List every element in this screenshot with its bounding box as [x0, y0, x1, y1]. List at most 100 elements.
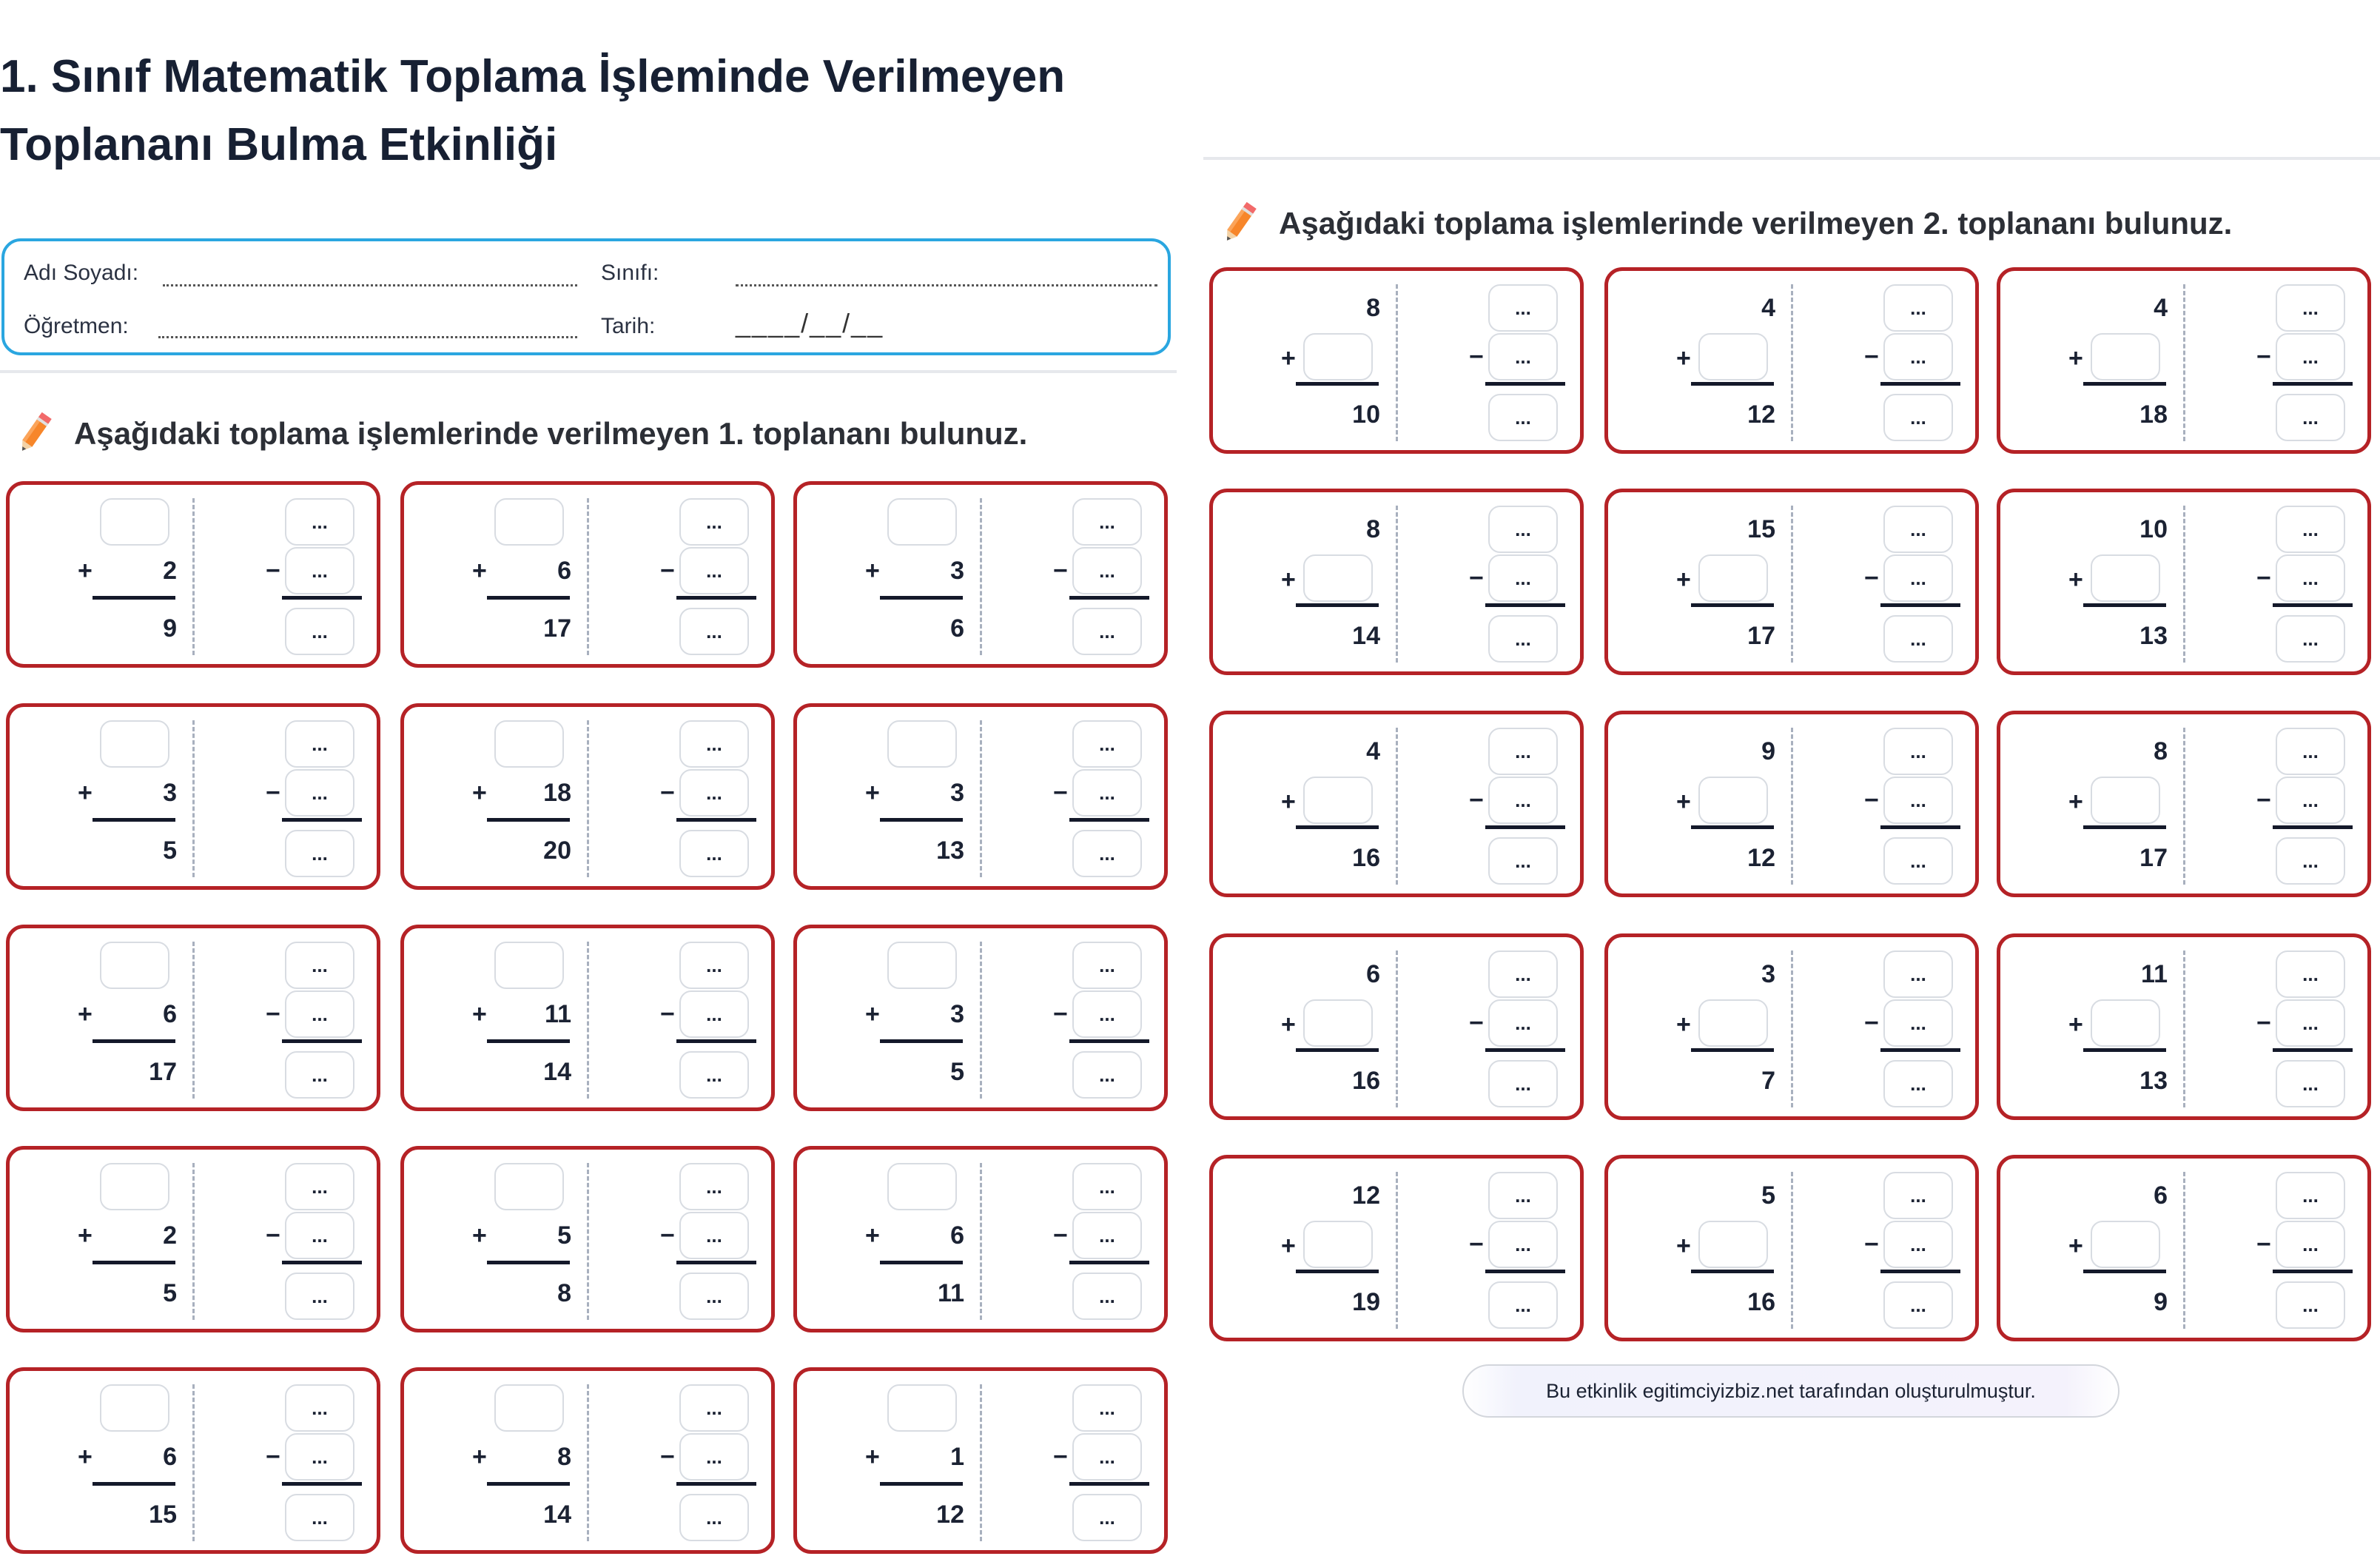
check-box-subtrahend[interactable]: ... — [1883, 333, 1953, 380]
check-box-difference[interactable]: ... — [2276, 394, 2345, 441]
check-box-minuend[interactable]: ... — [2276, 506, 2345, 553]
check-box-minuend[interactable]: ... — [1072, 720, 1142, 768]
check-box-subtrahend[interactable]: ... — [1488, 554, 1558, 602]
check-box-subtrahend[interactable]: ... — [285, 769, 354, 817]
check-box-difference[interactable]: ... — [679, 830, 749, 877]
check-box-subtrahend[interactable]: ... — [1072, 547, 1142, 594]
check-box-minuend[interactable]: ... — [2276, 284, 2345, 332]
check-box-minuend[interactable]: ... — [679, 1384, 749, 1432]
check-box-subtrahend[interactable]: ... — [1072, 1433, 1142, 1481]
check-box-subtrahend[interactable]: ... — [2276, 554, 2345, 602]
answer-box-first-addend[interactable] — [887, 942, 957, 989]
check-box-difference[interactable]: ... — [1072, 608, 1142, 655]
check-box-minuend[interactable]: ... — [1072, 498, 1142, 546]
check-box-difference[interactable]: ... — [679, 608, 749, 655]
check-box-subtrahend[interactable]: ... — [1883, 999, 1953, 1047]
check-box-subtrahend[interactable]: ... — [285, 990, 354, 1038]
check-box-minuend[interactable]: ... — [679, 1163, 749, 1210]
check-box-difference[interactable]: ... — [1488, 615, 1558, 663]
check-box-difference[interactable]: ... — [1072, 1494, 1142, 1541]
teacher-field[interactable] — [158, 336, 577, 338]
check-box-subtrahend[interactable]: ... — [2276, 333, 2345, 380]
check-box-minuend[interactable]: ... — [1488, 1172, 1558, 1219]
check-box-minuend[interactable]: ... — [1072, 1163, 1142, 1210]
answer-box-second-addend[interactable] — [1303, 777, 1373, 824]
answer-box-first-addend[interactable] — [494, 1384, 564, 1432]
check-box-difference[interactable]: ... — [285, 608, 354, 655]
answer-box-first-addend[interactable] — [887, 720, 957, 768]
check-box-subtrahend[interactable]: ... — [2276, 777, 2345, 824]
check-box-difference[interactable]: ... — [1883, 837, 1953, 885]
check-box-minuend[interactable]: ... — [285, 1384, 354, 1432]
check-box-difference[interactable]: ... — [679, 1273, 749, 1320]
check-box-difference[interactable]: ... — [1488, 394, 1558, 441]
check-box-minuend[interactable]: ... — [2276, 951, 2345, 998]
answer-box-first-addend[interactable] — [100, 498, 169, 546]
answer-box-first-addend[interactable] — [494, 498, 564, 546]
check-box-subtrahend[interactable]: ... — [1488, 1221, 1558, 1268]
check-box-difference[interactable]: ... — [1072, 1051, 1142, 1099]
check-box-difference[interactable]: ... — [2276, 837, 2345, 885]
check-box-minuend[interactable]: ... — [1883, 506, 1953, 553]
check-box-subtrahend[interactable]: ... — [1072, 990, 1142, 1038]
answer-box-second-addend[interactable] — [2091, 777, 2160, 824]
check-box-minuend[interactable]: ... — [1072, 1384, 1142, 1432]
check-box-minuend[interactable]: ... — [1072, 942, 1142, 989]
check-box-difference[interactable]: ... — [2276, 615, 2345, 663]
check-box-minuend[interactable]: ... — [1883, 728, 1953, 775]
check-box-difference[interactable]: ... — [2276, 1281, 2345, 1329]
check-box-subtrahend[interactable]: ... — [679, 547, 749, 594]
check-box-minuend[interactable]: ... — [285, 1163, 354, 1210]
answer-box-second-addend[interactable] — [1698, 999, 1768, 1047]
check-box-minuend[interactable]: ... — [1488, 506, 1558, 553]
answer-box-first-addend[interactable] — [100, 720, 169, 768]
answer-box-second-addend[interactable] — [1303, 554, 1373, 602]
check-box-subtrahend[interactable]: ... — [2276, 1221, 2345, 1268]
answer-box-first-addend[interactable] — [494, 720, 564, 768]
check-box-difference[interactable]: ... — [285, 830, 354, 877]
date-field[interactable]: ____/__/__ — [736, 308, 884, 338]
check-box-subtrahend[interactable]: ... — [285, 1433, 354, 1481]
answer-box-second-addend[interactable] — [1698, 333, 1768, 380]
check-box-difference[interactable]: ... — [679, 1494, 749, 1541]
answer-box-first-addend[interactable] — [887, 498, 957, 546]
answer-box-first-addend[interactable] — [100, 942, 169, 989]
check-box-subtrahend[interactable]: ... — [1072, 1212, 1142, 1259]
answer-box-second-addend[interactable] — [1698, 1221, 1768, 1268]
check-box-subtrahend[interactable]: ... — [285, 1212, 354, 1259]
check-box-subtrahend[interactable]: ... — [285, 547, 354, 594]
answer-box-first-addend[interactable] — [100, 1163, 169, 1210]
check-box-difference[interactable]: ... — [1883, 1281, 1953, 1329]
check-box-difference[interactable]: ... — [1488, 1281, 1558, 1329]
check-box-minuend[interactable]: ... — [285, 720, 354, 768]
check-box-subtrahend[interactable]: ... — [1488, 333, 1558, 380]
answer-box-first-addend[interactable] — [887, 1384, 957, 1432]
check-box-difference[interactable]: ... — [1488, 837, 1558, 885]
check-box-minuend[interactable]: ... — [1883, 951, 1953, 998]
check-box-subtrahend[interactable]: ... — [679, 1212, 749, 1259]
check-box-difference[interactable]: ... — [1883, 615, 1953, 663]
answer-box-second-addend[interactable] — [1698, 777, 1768, 824]
answer-box-second-addend[interactable] — [1698, 554, 1768, 602]
check-box-minuend[interactable]: ... — [2276, 1172, 2345, 1219]
answer-box-second-addend[interactable] — [2091, 999, 2160, 1047]
check-box-subtrahend[interactable]: ... — [1488, 999, 1558, 1047]
check-box-minuend[interactable]: ... — [1488, 951, 1558, 998]
check-box-difference[interactable]: ... — [1883, 394, 1953, 441]
check-box-minuend[interactable]: ... — [285, 942, 354, 989]
answer-box-first-addend[interactable] — [100, 1384, 169, 1432]
check-box-subtrahend[interactable]: ... — [1883, 554, 1953, 602]
name-field[interactable] — [163, 284, 577, 286]
check-box-minuend[interactable]: ... — [679, 498, 749, 546]
check-box-minuend[interactable]: ... — [1883, 284, 1953, 332]
check-box-minuend[interactable]: ... — [679, 942, 749, 989]
answer-box-second-addend[interactable] — [2091, 333, 2160, 380]
check-box-difference[interactable]: ... — [285, 1494, 354, 1541]
check-box-minuend[interactable]: ... — [679, 720, 749, 768]
check-box-subtrahend[interactable]: ... — [679, 990, 749, 1038]
check-box-minuend[interactable]: ... — [1488, 728, 1558, 775]
answer-box-second-addend[interactable] — [1303, 1221, 1373, 1268]
check-box-subtrahend[interactable]: ... — [1883, 777, 1953, 824]
answer-box-second-addend[interactable] — [1303, 999, 1373, 1047]
check-box-difference[interactable]: ... — [1072, 1273, 1142, 1320]
